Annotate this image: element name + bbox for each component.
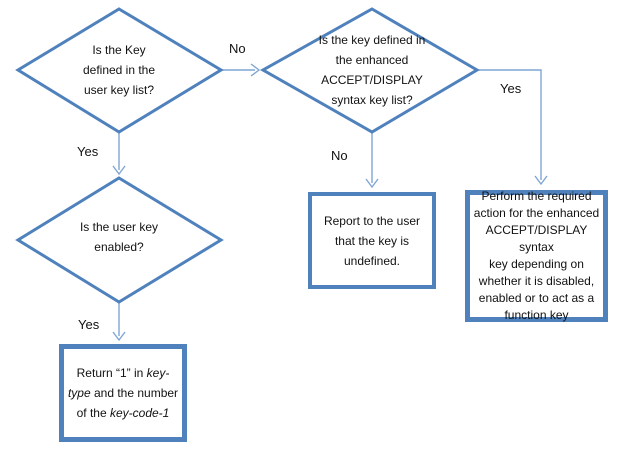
- diamond-key-defined-user: [15, 7, 224, 134]
- diamond-key-defined-enhanced-text: Is the key defined in the enhanced ACCEP…: [277, 30, 467, 110]
- branch-label-yes-left: Yes: [77, 144, 99, 159]
- branch-label-yes-right: Yes: [500, 81, 522, 96]
- text-line: Is the key defined in: [318, 33, 426, 47]
- text-line: Perform the required: [481, 189, 592, 203]
- text-line: action for the enhanced: [473, 206, 600, 220]
- box-perform-action-text: Perform the required action for the enha…: [470, 188, 603, 324]
- text-line: Return “1” in key-: [68, 363, 178, 383]
- text-line: syntax key list?: [331, 93, 413, 107]
- box-report-undefined: Report to the user that the key is undef…: [308, 192, 436, 289]
- box-perform-action: Perform the required action for the enha…: [465, 188, 608, 324]
- text-line: undefined.: [343, 253, 401, 268]
- arrowhead-right-icon: [250, 63, 261, 77]
- arrowhead-down-icon: [534, 175, 548, 186]
- text-line: Report to the user: [323, 213, 421, 228]
- text-segment: of the: [76, 406, 110, 420]
- connector-no-top: [221, 63, 261, 77]
- connector-yes-bottom: [112, 302, 126, 342]
- text-segment: and the number: [90, 386, 179, 400]
- text-line: key depending on: [489, 257, 584, 271]
- text-line: function key: [504, 308, 569, 322]
- arrowhead-down-icon: [112, 331, 126, 342]
- text-line: ACCEPT/DISPLAY syntax: [485, 223, 588, 254]
- text-line: Is the user key: [79, 220, 159, 234]
- text-line: Is the Key: [92, 43, 146, 57]
- text-line: user key list?: [83, 83, 155, 97]
- text-line: ACCEPT/DISPLAY: [321, 73, 423, 87]
- text-line: that the key is: [334, 233, 410, 248]
- text-line: defined in the: [82, 63, 156, 77]
- branch-label-yes-bottom: Yes: [78, 317, 100, 332]
- connector-yes-left: [112, 133, 126, 176]
- connector-yes-right: [477, 69, 548, 186]
- text-segment-italic: key-code-1: [109, 406, 170, 420]
- diamond-key-defined-enhanced: [259, 7, 480, 134]
- branch-label-no-middle: No: [331, 148, 348, 163]
- text-line: type and the number: [68, 383, 178, 403]
- box-return-key-type: Return “1” in key- type and the number o…: [59, 344, 187, 442]
- text-segment: Return “1” in: [76, 366, 147, 380]
- text-line: whether it is disabled,: [478, 274, 595, 288]
- arrowhead-down-icon: [112, 165, 126, 176]
- diamond-user-key-enabled-text: Is the user key enabled?: [29, 217, 209, 257]
- diamond-key-defined-user-text: Is the Key defined in the user key list?: [29, 40, 209, 100]
- box-return-key-type-text: Return “1” in key- type and the number o…: [68, 363, 178, 423]
- text-segment-italic: key-: [146, 366, 170, 380]
- text-segment-italic: type: [67, 386, 91, 400]
- connector-line: [477, 69, 542, 180]
- arrowhead-down-icon: [365, 178, 379, 189]
- connector-no-middle: [365, 133, 379, 189]
- text-line: of the key-code-1: [68, 403, 178, 423]
- text-line: enabled or to act as a: [478, 291, 595, 305]
- text-line: enabled?: [94, 240, 144, 254]
- diamond-user-key-enabled: [15, 176, 224, 304]
- text-line: the enhanced: [335, 53, 409, 67]
- branch-label-no-top: No: [229, 41, 246, 56]
- box-report-undefined-text: Report to the user that the key is undef…: [324, 211, 420, 271]
